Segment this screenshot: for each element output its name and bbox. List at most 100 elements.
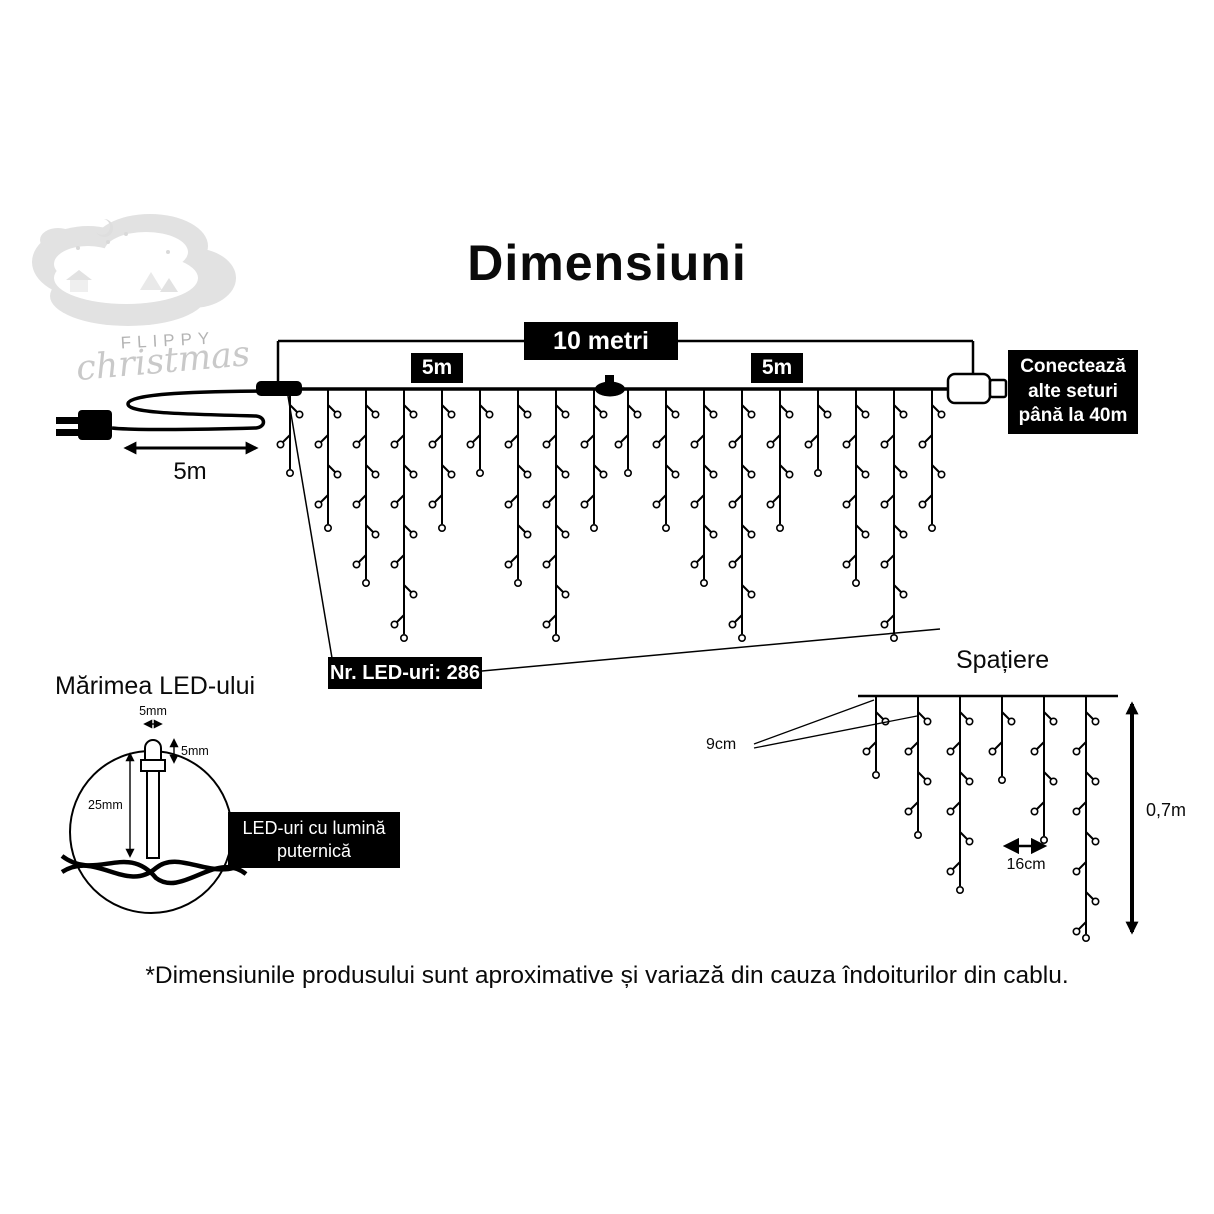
led-stem [741,524,750,533]
led-bulb [542,500,551,509]
led-bulb [352,440,361,449]
led-bulb [352,560,361,569]
led-stem [1043,711,1052,720]
tree-icon [140,272,162,290]
led-bulb [1082,933,1091,942]
led-bulb [842,440,851,449]
led-stem [665,404,674,413]
led-stem [548,554,557,563]
led-stem [917,711,926,720]
led-stem [586,434,595,443]
led-stem [734,614,743,623]
led-bulb [1072,927,1081,936]
led-bulb [904,747,913,756]
led-bulb [1091,777,1100,786]
led-bulb [580,500,589,509]
led-bulb [314,500,323,509]
led-bulb [813,468,822,477]
snow-dot [124,232,128,236]
led-stem [875,711,884,720]
led-bulb [1091,717,1100,726]
power-plug-icon [56,410,112,440]
led-bulb [955,885,964,894]
led-bulb [737,633,746,642]
connect-note-line: până la 40m [1018,405,1128,427]
led-bulb [709,470,718,479]
led-bulb [285,468,294,477]
led-bulb [295,410,304,419]
led-bulb [390,500,399,509]
connect-note-line: Conectează [1020,355,1126,377]
led-stem [555,584,564,593]
led-bulb [390,620,399,629]
led-bulb [437,523,446,532]
led-stem [848,434,857,443]
led-bulb [988,747,997,756]
led-cap-height-label: 5mm [181,744,209,758]
led-stem [510,434,519,443]
led-bulb [523,530,532,539]
led-bulb [823,410,832,419]
led-bulb [785,470,794,479]
connect-note-line: alte seturi [1028,380,1118,402]
led-stem [886,434,895,443]
led-stem [665,464,674,473]
led-stem [696,554,705,563]
led-bulb [1030,747,1039,756]
house-icon [66,270,92,280]
led-count-pointer-lines [287,395,941,672]
lead-cable [111,389,277,432]
led-bulb [923,777,932,786]
led-stem [772,434,781,443]
led-stem [555,404,564,413]
led-bulb [1007,717,1016,726]
led-stem [952,861,961,870]
led-bulb [399,633,408,642]
led-stem [779,404,788,413]
led-bulb [1049,717,1058,726]
led-stem [365,524,374,533]
led-bulb [623,468,632,477]
footer-disclaimer: *Dimensiunile produsului sunt aproximati… [145,962,1069,989]
led-bulb [923,717,932,726]
led-bulb [766,440,775,449]
led-stem [658,494,667,503]
led-bulb [504,440,513,449]
led-stem [772,494,781,503]
led-stem [855,464,864,473]
led-bulb [927,523,936,532]
led-bulb [361,578,370,587]
led-bulb [965,777,974,786]
led-bulb [1072,747,1081,756]
led-bulb [589,523,598,532]
led-stem [917,771,926,780]
led-stem [959,831,968,840]
led-stem [403,584,412,593]
led-stem [734,554,743,563]
led-stem [517,464,526,473]
led-bulb [913,830,922,839]
led-stem [586,494,595,503]
led-stem [910,741,919,750]
led-bulb [899,470,908,479]
led-cap [144,739,162,761]
led-bulb [946,807,955,816]
led-note-line: LED-uri cu lumină [242,817,386,838]
led-bulb [728,500,737,509]
led-bulb [861,410,870,419]
right-half-length-label: 5m [751,353,803,383]
led-stem [931,464,940,473]
left-connector [256,381,302,396]
led-stem [817,404,826,413]
led-bulb [466,440,475,449]
led-bulb [333,410,342,419]
led-bulb [965,717,974,726]
led-stem [396,614,405,623]
led-bulb [614,440,623,449]
led-stem [510,554,519,563]
led-stem [441,404,450,413]
led-bulb [513,578,522,587]
led-bulb [371,530,380,539]
led-stem [848,494,857,503]
